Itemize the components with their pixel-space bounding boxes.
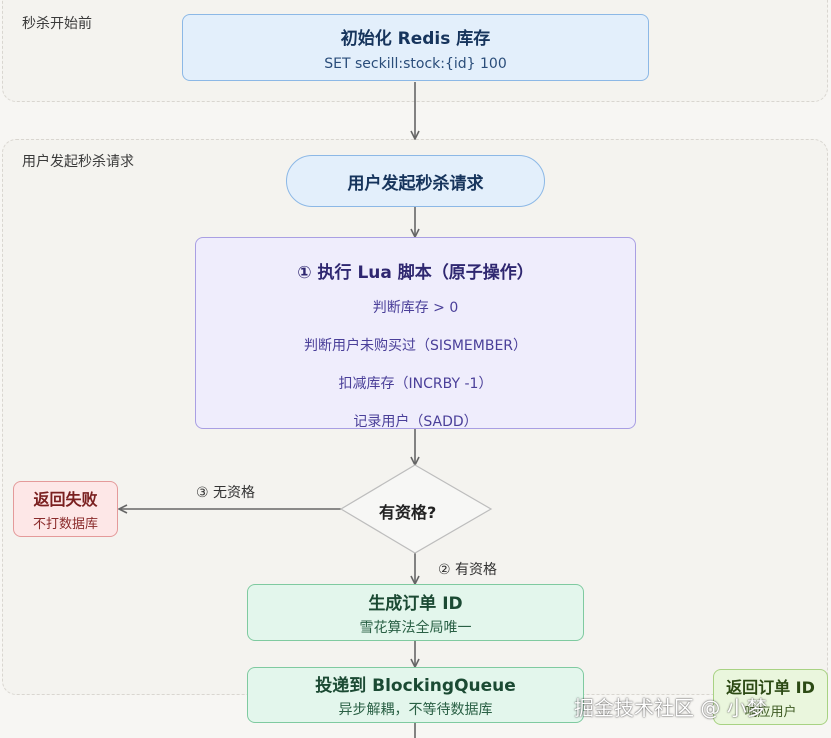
generate-order-node: 生成订单 ID 雪花算法全局唯一 bbox=[247, 584, 584, 641]
lua-step-3: 扣减库存（INCRBY -1） bbox=[338, 376, 493, 392]
lua-step-2: 判断用户未购买过（SISMEMBER） bbox=[303, 338, 528, 354]
fail-node: 返回失败 不打数据库 bbox=[13, 481, 118, 537]
user-request-title: 用户发起秒杀请求 bbox=[347, 173, 484, 194]
group-before-seckill-label: 秒杀开始前 bbox=[22, 16, 92, 32]
group-user-request-label: 用户发起秒杀请求 bbox=[22, 154, 134, 170]
user-request-node: 用户发起秒杀请求 bbox=[286, 155, 545, 207]
return-order-id-subtitle: 响应用户 bbox=[744, 705, 797, 720]
fail-title: 返回失败 bbox=[33, 490, 98, 509]
lua-script-title: ① 执行 Lua 脚本（原子操作） bbox=[297, 263, 534, 283]
lua-script-node: ① 执行 Lua 脚本（原子操作） 判断库存 > 0 判断用户未购买过（SISM… bbox=[195, 237, 636, 430]
queue-subtitle: 异步解耦，不等待数据库 bbox=[338, 702, 493, 718]
queue-node: 投递到 BlockingQueue 异步解耦，不等待数据库 bbox=[247, 667, 584, 723]
has-qualification-label: ② 有资格 bbox=[438, 562, 498, 578]
generate-order-subtitle: 雪花算法全局唯一 bbox=[359, 619, 472, 636]
return-order-id-node: 返回订单 ID 响应用户 bbox=[713, 669, 828, 725]
lua-step-4: 记录用户（SADD） bbox=[353, 414, 478, 430]
lua-step-1: 判断库存 > 0 bbox=[372, 300, 459, 316]
watermark: 掘金技术社区 @ 小梦 bbox=[574, 696, 767, 720]
queue-title: 投递到 BlockingQueue bbox=[315, 676, 516, 696]
init-redis-subtitle: SET seckill:stock:{id} 100 bbox=[324, 55, 507, 72]
decision-label: 有资格? bbox=[379, 503, 437, 522]
no-qualification-label: ③ 无资格 bbox=[196, 485, 256, 501]
return-order-id-title: 返回订单 ID bbox=[726, 678, 815, 697]
generate-order-title: 生成订单 ID bbox=[368, 593, 463, 614]
init-redis-node: 初始化 Redis 库存 SET seckill:stock:{id} 100 bbox=[182, 14, 649, 81]
decision-diamond bbox=[339, 464, 493, 554]
fail-subtitle: 不打数据库 bbox=[32, 517, 98, 532]
init-redis-title: 初始化 Redis 库存 bbox=[340, 28, 491, 49]
